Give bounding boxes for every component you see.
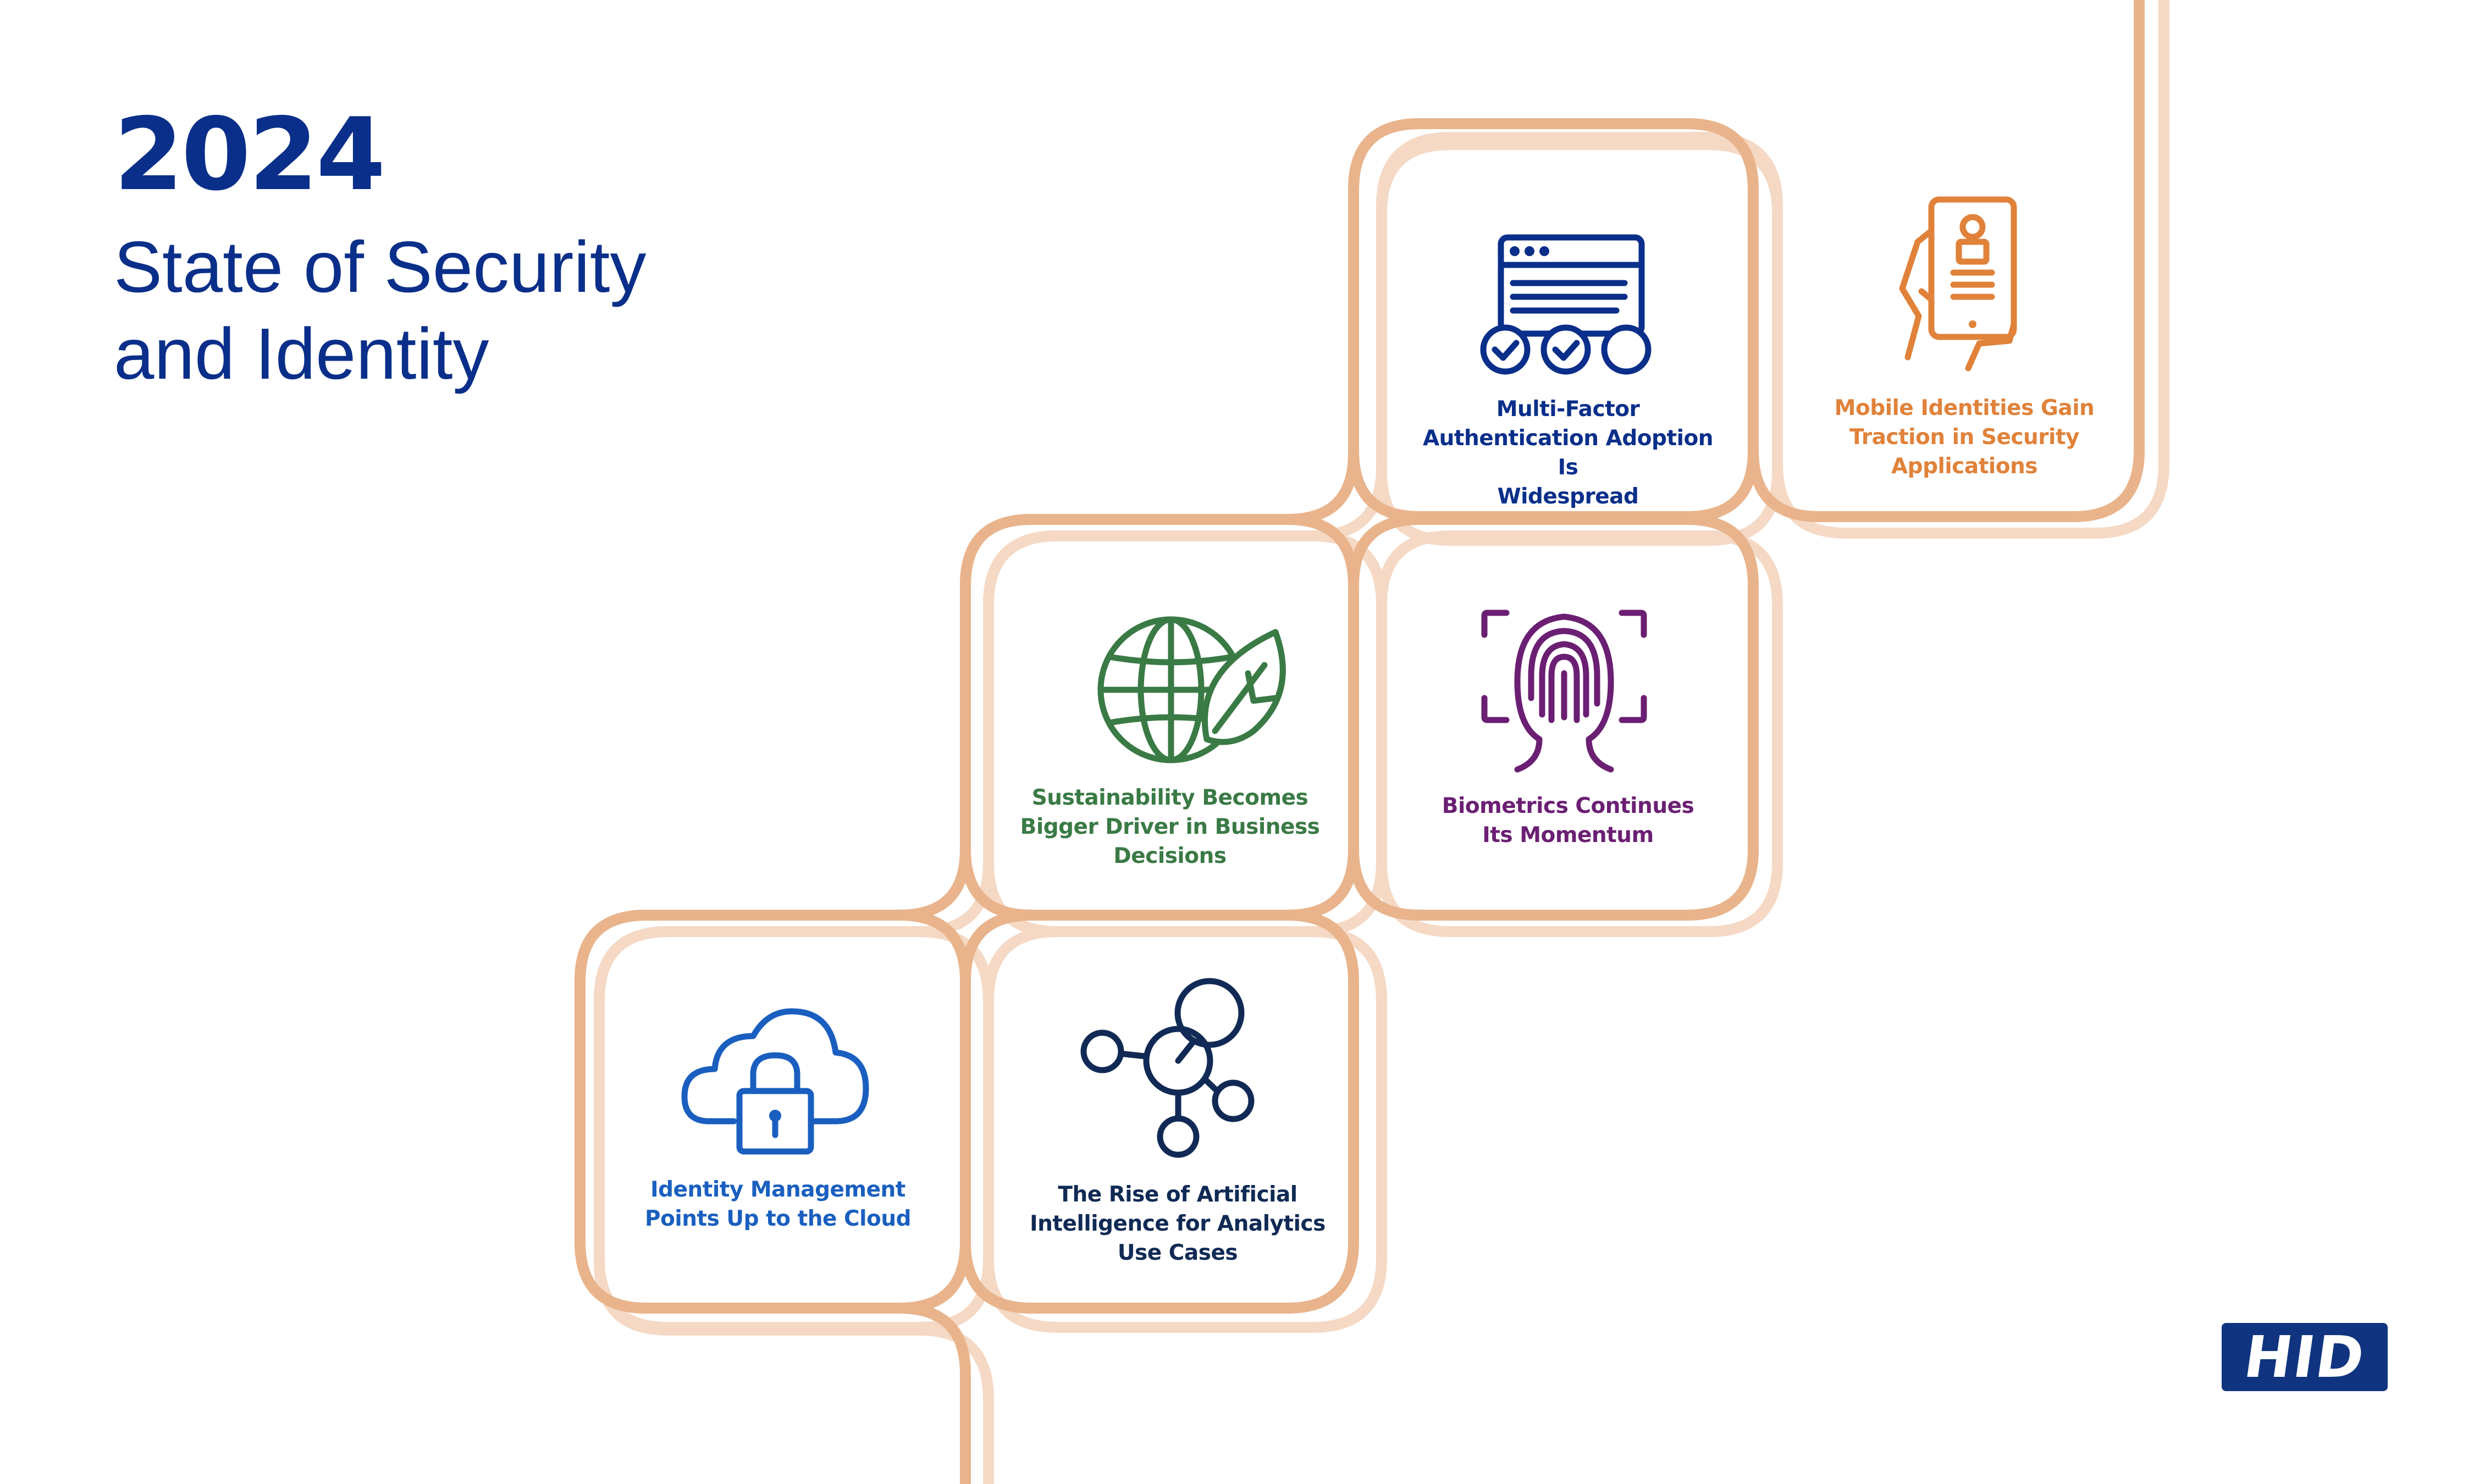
cloud-lock-icon bbox=[681, 1008, 869, 1155]
text-line: Its Momentum bbox=[1482, 823, 1654, 848]
tile-mfa-label: Multi-Factor Authentication Adoption Is … bbox=[1414, 395, 1722, 511]
tile-sustainability-label: Sustainability Becomes Bigger Driver in … bbox=[1016, 783, 1324, 871]
fingerprint-face-icon bbox=[1481, 610, 1647, 773]
text-line: Mobile Identities Gain bbox=[1834, 396, 2095, 420]
subtitle-line-2: and Identity bbox=[114, 313, 489, 394]
text-line: Intelligence for Analytics bbox=[1030, 1211, 1326, 1236]
header: 2024 State of Security and Identity bbox=[114, 104, 646, 397]
globe-leaf-icon bbox=[1097, 616, 1286, 763]
text-line: Traction in Security bbox=[1849, 425, 2079, 450]
text-line: Decisions bbox=[1113, 844, 1227, 868]
text-line: Identity Management bbox=[650, 1177, 905, 1202]
tile-biometrics-label: Biometrics Continues Its Momentum bbox=[1414, 791, 1722, 850]
mobile-id-phone-icon bbox=[1899, 196, 2017, 372]
year-title: 2024 bbox=[114, 96, 386, 213]
tile-cloud-label: Identity Management Points Up to the Clo… bbox=[624, 1175, 932, 1233]
tile-biometrics-border-light bbox=[1376, 530, 1783, 937]
hid-logo: HID bbox=[2222, 1323, 2388, 1391]
staircase-path bbox=[575, 0, 2145, 1484]
text-line: Points Up to the Cloud bbox=[644, 1206, 912, 1231]
text-line: Multi-Factor bbox=[1496, 397, 1640, 422]
tile-ai-border bbox=[960, 910, 1359, 1314]
text-line: Applications bbox=[1891, 454, 2037, 479]
tile-sustainability-border-light bbox=[983, 530, 1387, 937]
hid-logo-text: HID bbox=[2240, 1324, 2370, 1391]
subtitle-line-1: State of Security bbox=[114, 226, 647, 307]
tile-cloud-border bbox=[575, 910, 971, 1314]
tile-biometrics-border bbox=[1348, 514, 1759, 921]
tile-ai-border-light bbox=[983, 926, 1387, 1333]
network-nodes-icon bbox=[1080, 978, 1255, 1158]
text-line: The Rise of Artificial bbox=[1058, 1182, 1297, 1207]
browser-checkmarks-icon bbox=[1480, 234, 1652, 375]
text-line: Sustainability Becomes bbox=[1031, 785, 1308, 810]
tile-cloud-border-light bbox=[594, 926, 994, 1333]
text-line: Bigger Driver in Business bbox=[1020, 815, 1320, 839]
tile-mobile-label: Mobile Identities Gain Traction in Secur… bbox=[1810, 394, 2118, 481]
text-line: Biometrics Continues bbox=[1442, 794, 1694, 818]
text-line: Authentication Adoption Is bbox=[1422, 426, 1714, 480]
text-line: Use Cases bbox=[1117, 1241, 1238, 1265]
text-line: Widespread bbox=[1497, 484, 1639, 509]
tile-ai-label: The Rise of Artificial Intelligence for … bbox=[1024, 1180, 1332, 1267]
